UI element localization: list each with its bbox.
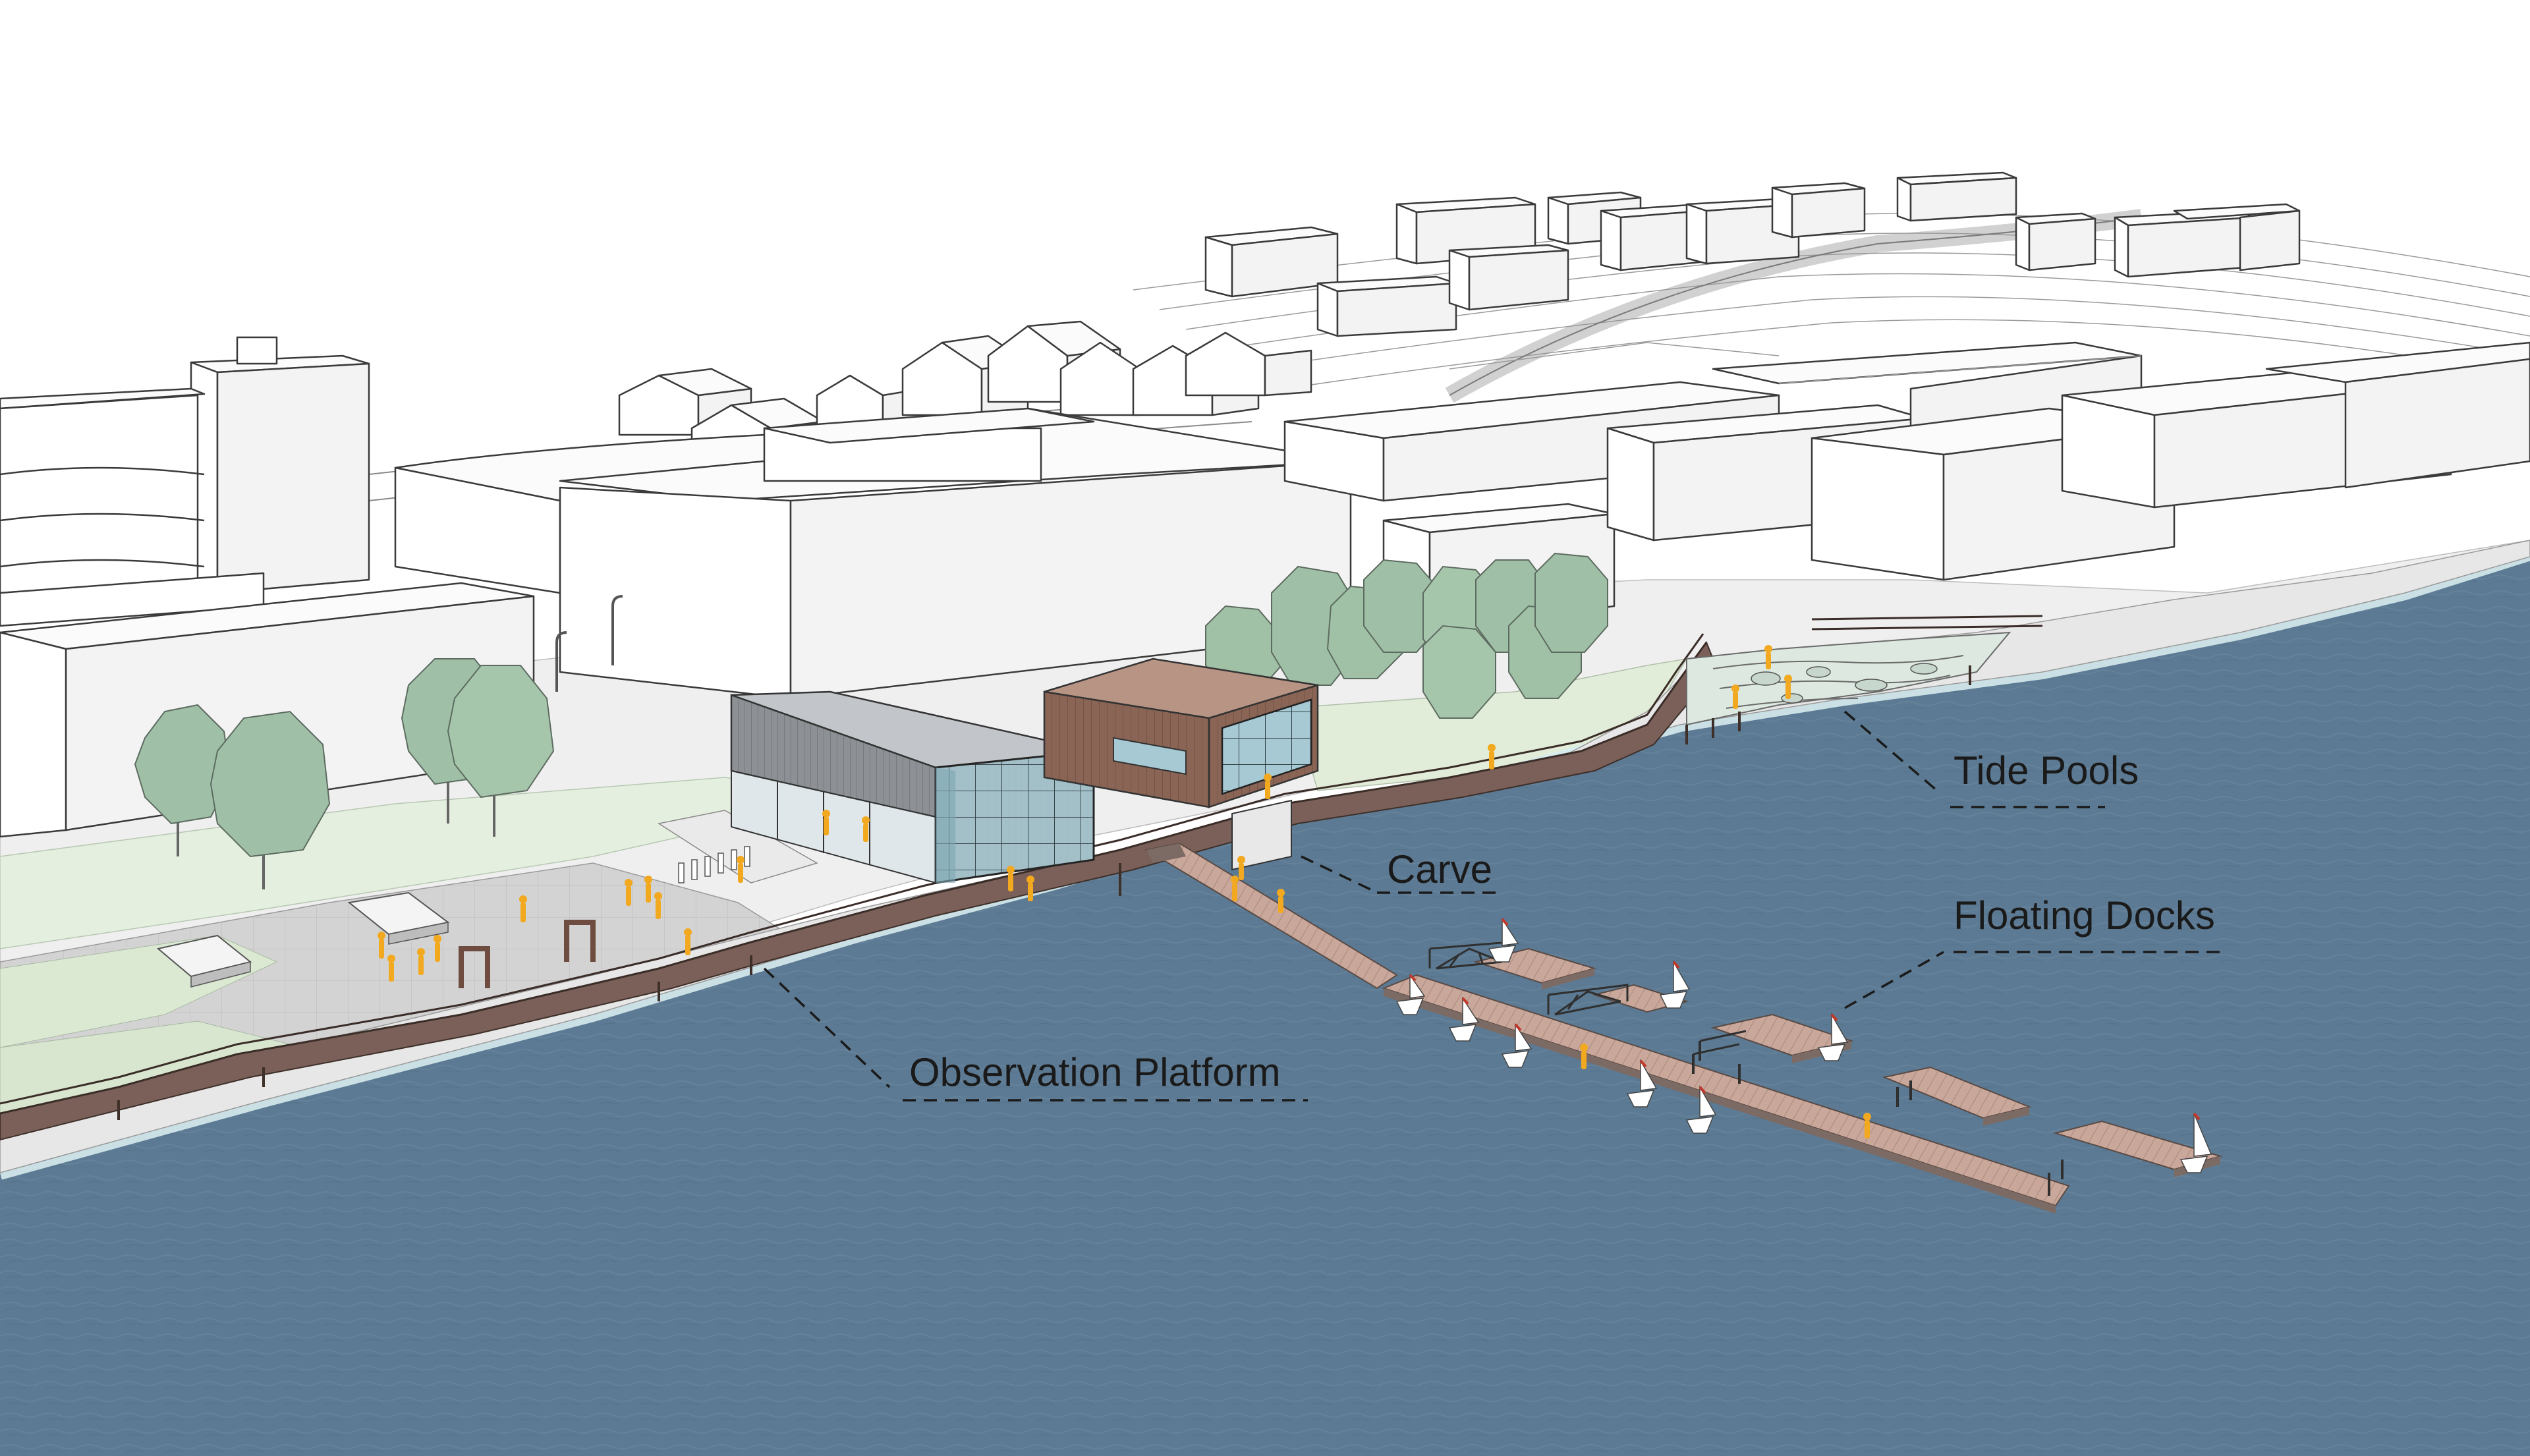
callout-floating-docks: Floating Docks <box>1844 893 2220 1009</box>
callout-tide-pools-label: Tide Pools <box>1954 748 2139 793</box>
trees <box>134 552 1608 889</box>
hilltop-buildings <box>1204 171 2301 337</box>
callout-tide-pools: Tide Pools <box>1843 710 2139 808</box>
left-city-buildings <box>0 336 963 838</box>
callout-observation-platform-label: Observation Platform <box>909 1050 1281 1094</box>
callout-floating-docks-label: Floating Docks <box>1954 893 2215 938</box>
boathouse-brown-volume <box>1043 658 1319 871</box>
central-large-building <box>559 407 1352 700</box>
harbor-water <box>0 540 2530 1456</box>
callout-observation-platform: Observation Platform <box>763 967 1308 1102</box>
callout-carve-label: Carve <box>1387 847 1492 891</box>
people <box>378 645 1871 1138</box>
sailboats <box>1395 917 2212 1173</box>
callout-carve: Carve <box>1301 847 1502 894</box>
